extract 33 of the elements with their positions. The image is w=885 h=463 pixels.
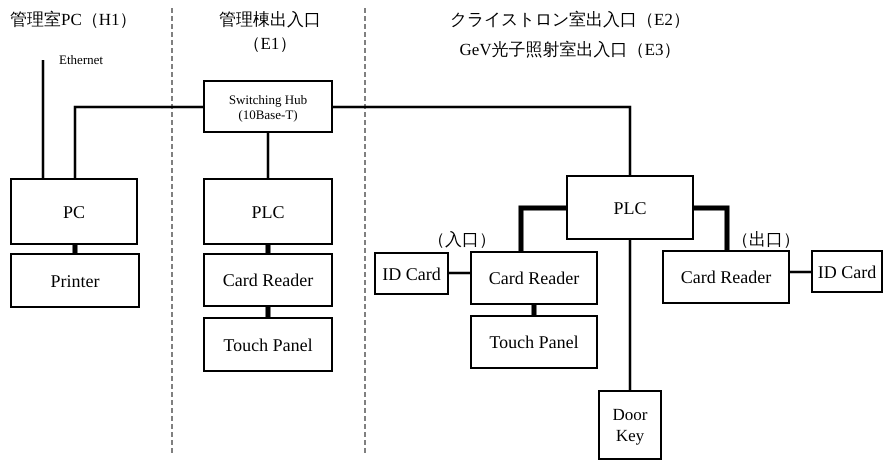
device-box: Card Reader	[470, 251, 598, 305]
connector-line	[333, 106, 632, 175]
device-box: Door Key	[598, 390, 662, 460]
device-box: PLC	[566, 175, 694, 240]
connector-line	[266, 307, 270, 317]
connector-line	[518, 206, 566, 251]
section-heading: 管理室PC（H1）	[10, 9, 138, 31]
connector-line	[628, 240, 632, 390]
device-box: Card Reader	[203, 253, 333, 307]
section-heading: クライストロン室出入口（E2）	[449, 9, 691, 31]
connector-line	[266, 133, 270, 178]
edge-label: Ethernet	[58, 52, 104, 67]
device-box: Card Reader	[662, 250, 790, 304]
connector-line	[74, 106, 203, 178]
device-box: ID Card	[374, 252, 449, 295]
section-heading: （入口）	[428, 229, 497, 251]
connector-line	[42, 60, 44, 178]
section-heading: 管理棟出入口（E1）	[218, 9, 322, 55]
connector-line	[532, 305, 536, 315]
device-box: Switching Hub (10Base-T)	[203, 80, 333, 133]
device-box: PC	[10, 178, 138, 245]
connector-line	[72, 245, 78, 253]
section-heading: （出口）	[732, 229, 801, 251]
device-box: PLC	[203, 178, 333, 245]
connector-line	[266, 245, 270, 253]
device-box: Printer	[10, 253, 140, 308]
connector-line	[694, 206, 730, 250]
section-heading: GeV光子照射室出入口（E3）	[458, 39, 682, 61]
connector-line	[790, 270, 811, 274]
device-box: Touch Panel	[203, 317, 333, 372]
connector-line	[449, 272, 470, 274]
device-box: ID Card	[811, 250, 883, 293]
device-box: Touch Panel	[470, 315, 598, 369]
